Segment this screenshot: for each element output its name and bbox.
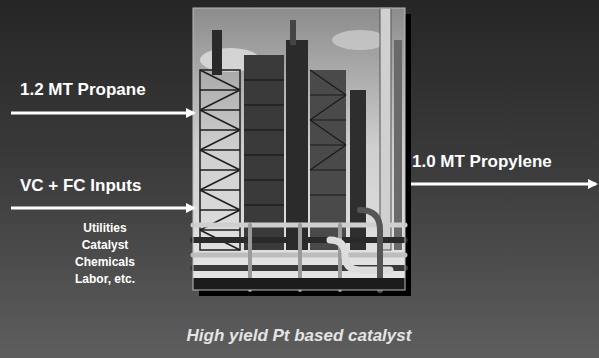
input-arrow (11, 112, 194, 115)
input-item: Chemicals (75, 256, 135, 270)
refinery-photo (193, 8, 405, 290)
flow-label: 1.0 MT Propylene (412, 152, 552, 172)
output-arrow (411, 183, 596, 186)
input-arrow (11, 207, 194, 210)
flow-label: 1.2 MT Propane (20, 80, 146, 100)
input-item: Labor, etc. (75, 273, 135, 287)
input-item: Catalyst (82, 239, 129, 253)
caption: High yield Pt based catalyst (187, 326, 412, 346)
flow-label: VC + FC Inputs (20, 176, 141, 196)
input-item: Utilities (83, 222, 126, 236)
